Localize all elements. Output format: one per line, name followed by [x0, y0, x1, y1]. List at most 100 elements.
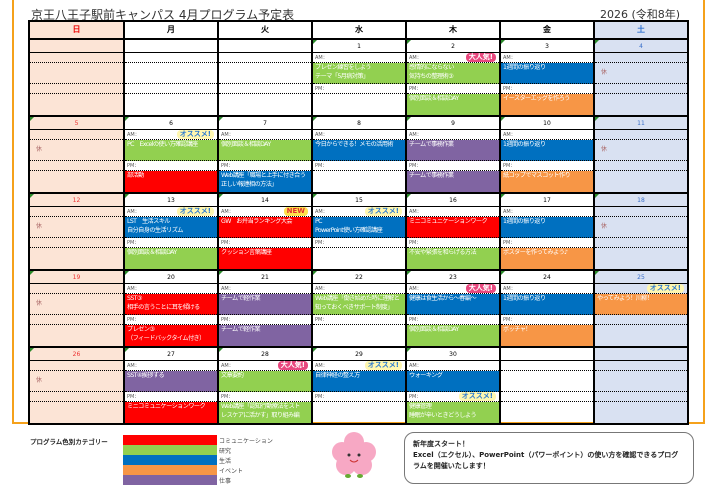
pm-program[interactable]: ボッチャ！ [501, 325, 593, 346]
am-program: 休 [30, 140, 123, 161]
pm-program[interactable]: ポスターを作ってみよう♪ [501, 248, 593, 269]
program-text: 文章要約 [221, 372, 244, 379]
pm-program[interactable]: クッション言葉講座 [219, 248, 311, 269]
pm-label [501, 392, 593, 402]
am-program[interactable]: SST④挨拶する [125, 371, 217, 392]
am-program[interactable]: Web講座「働き始めた時に理解と知っておくべきサポート制度」 [313, 294, 405, 315]
am-program[interactable]: GW お弁当ランキング大会 [219, 217, 311, 238]
pm-program[interactable]: 個別面談＆相談DAY [125, 248, 217, 269]
am-program[interactable]: 1週間の振り返り [501, 140, 593, 161]
am-program[interactable]: 1週間の振り返り [501, 217, 593, 238]
am-program[interactable]: チームで事務作業 [407, 140, 499, 161]
am-program[interactable]: 1週間の振り返り [501, 63, 593, 84]
pm-program[interactable]: 個別面談＆相談DAY [407, 325, 499, 346]
pm-program[interactable]: 不安や緊張を和らげる方法 [407, 248, 499, 269]
date-text: 8 [357, 120, 361, 127]
day-cell[interactable] [595, 348, 689, 423]
pm-program[interactable]: Web講座「認知行動療法をストレスケアに活かす」取り組み編 [219, 402, 311, 423]
pm-program [595, 94, 687, 115]
day-cell[interactable] [125, 40, 219, 115]
pm-label-text: PM： [127, 394, 140, 400]
am-program[interactable]: やってみよう！川柳！ [595, 294, 687, 315]
program-text: 睡眠が辛いときどうしよう [409, 411, 477, 419]
am-program[interactable]: 1週間の振り返り [501, 294, 593, 315]
pm-program[interactable]: Web講座「職場と上手に付き合う正しい報連相の方法」 [219, 171, 311, 192]
legend-label: コミュニケーション [219, 438, 273, 445]
day-cell[interactable] [501, 348, 595, 423]
date-text: 22 [355, 274, 363, 281]
day-cell[interactable] [30, 40, 125, 115]
pm-program[interactable]: 健康管理睡眠が辛いときどうしよう [407, 402, 499, 423]
am-program: 休 [30, 371, 123, 392]
day-number: 11 [595, 117, 687, 130]
am-label: AM： [407, 130, 499, 140]
program-text: 今日からできる！メモの活用術 [315, 141, 394, 148]
am-program[interactable]: LST 生活スキル自分自身の生活リズム [125, 217, 217, 238]
pm-label: PM： [219, 238, 311, 248]
am-program[interactable]: ミニコミュニケーションワーク [407, 217, 499, 238]
program-text: 個別面談＆相談DAY [409, 326, 459, 333]
date-text: 17 [543, 197, 551, 204]
pm-program[interactable]: チームで事務作業 [407, 171, 499, 192]
program-text: （フィードバックタイム付き） [127, 334, 205, 342]
day-cell[interactable] [219, 40, 313, 115]
pm-program[interactable]: プレゼン③（フィードバックタイム付き） [125, 325, 217, 346]
am-program[interactable]: 感情的にならない気持ちの整理術③ [407, 63, 499, 84]
am-program[interactable]: チームで軽作業 [219, 294, 311, 315]
pm-program[interactable]: イースターエッグを作ろう [501, 94, 593, 115]
am-program[interactable]: PC Excelの使い方確認講座 [125, 140, 217, 161]
day-number: 23 [407, 271, 499, 284]
date-text: 23 [449, 274, 457, 281]
am-label: AM：大人気! [407, 53, 499, 63]
pm-label-text: PM： [409, 394, 422, 400]
program-text: PowerPoint使い方確認講座 [315, 226, 383, 234]
am-program[interactable]: プレゼン練習をしようテーマ「5月病対策」 [313, 63, 405, 84]
am-program[interactable]: 文章要約 [219, 371, 311, 392]
am-label: AM： [219, 284, 311, 294]
pm-program[interactable]: 紙コップでマスコット作り [501, 171, 593, 192]
am-program[interactable]: 自律神経の整え方 [313, 371, 405, 392]
am-program[interactable]: ウォーキング [407, 371, 499, 392]
am-program[interactable]: 健康は食生活から～春編～ [407, 294, 499, 315]
pm-program[interactable]: 個別面談＆相談DAY [407, 94, 499, 115]
am-program [501, 371, 593, 392]
am-program[interactable]: 今日からできる！メモの活用術 [313, 140, 405, 161]
pm-program[interactable]: 部活動 [125, 171, 217, 192]
pm-program[interactable]: チームで軽作業 [219, 325, 311, 346]
pm-program[interactable]: ミニコミュニケーションワーク [125, 402, 217, 423]
pm-program [595, 248, 687, 269]
am-program[interactable]: 個別面談＆相談DAY [219, 140, 311, 161]
